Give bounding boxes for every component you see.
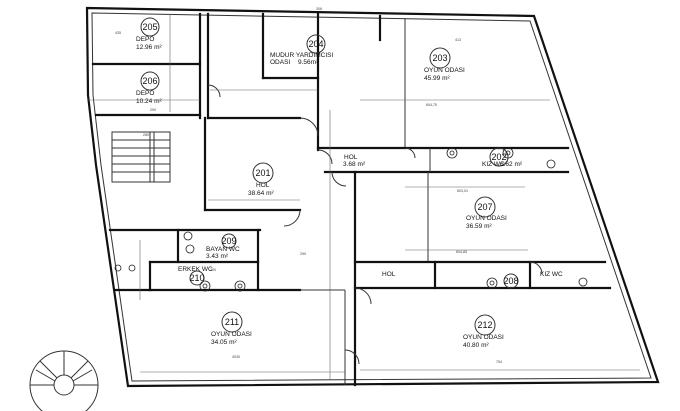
room-area: 45.99 m² [424,75,450,82]
room-209: 209 BAYAN WC 3.43 m² [206,233,240,260]
interior-stairs [111,131,171,183]
room-name: MUDUR YARDIMCISI [270,52,334,59]
room-name: OYUN ODASI [211,331,252,338]
room-name: DEPO [136,36,154,43]
room-208: 208 KIZ WC [503,271,563,289]
room-area: 3.43 m² [206,253,229,260]
room-name: HOL [256,182,270,189]
room-207: 207 OYUN ODASI 36.59 m² [466,196,507,230]
dim-label: 603,01 [457,189,468,193]
room-number: 210 [189,273,204,283]
dimension-lines [88,14,640,380]
outer-walls [85,6,660,388]
room-number: 208 [503,276,518,286]
room-area: 38.64 m² [248,190,274,197]
room-number: 201 [255,168,270,178]
room-area: 12.96 m² [136,44,162,51]
dim-label: 413 [455,38,461,42]
room-number: 205 [142,22,157,32]
room-name: ERKEK WC [178,266,213,273]
room-name: HOL [344,154,358,161]
room-number: 211 [225,317,239,327]
room-area: 6.62 m² [500,161,523,168]
room-name: KIZ WC [540,271,563,278]
room-206: 206 DEPO 10.24 m² [136,71,162,105]
dim-label: 754 [496,360,502,364]
dim-label: 435 [115,31,121,35]
room-name: KIZ WC [482,161,505,168]
room-labels: 205 DEPO 12.96 m² 206 DEPO 10.24 m² 204 … [136,17,563,349]
dim-label: 306 [316,7,322,11]
dimension-labels: 435 306 413 290 289 604,75 603,01 200 60… [115,7,502,364]
room-203: 203 OYUN ODASI 45.99 m² [424,47,465,82]
room-name: HOL [382,271,396,278]
room-201: 201 HOL 38.64 m² [248,162,274,197]
room-area: 3.68 m² [343,161,366,168]
door-swings [207,84,543,365]
room-area: 40.80 m² [463,342,489,349]
room-204: 204 MUDUR YARDIMCISI ODASI 9.56m² [270,34,334,66]
room-212: 212 OYUN ODASI 40.80 m² [463,314,504,349]
dim-label: 289 [143,133,149,137]
room-number: 202 [491,152,506,162]
dim-label: 200 [210,268,216,272]
room-area: 36.59 m² [466,223,492,230]
dim-label: 4030 [232,355,240,359]
room-number: 212 [477,320,492,330]
room-205: 205 DEPO 12.96 m² [136,17,162,51]
room-area: 10.24 m² [136,98,162,105]
room-hol-a: HOL 3.68 m² [343,154,366,168]
room-number: 203 [432,53,447,63]
dim-label: 290 [300,252,306,256]
fixtures [114,147,588,292]
room-name: BAYAN WC [206,246,240,253]
room-name: OYUN ODASI [424,67,465,74]
room-area: 9.56m² [298,59,319,66]
spiral-stair [29,350,99,411]
room-name: OYUN ODASI [466,215,507,222]
room-name: DEPO [136,90,154,97]
room-hol-b: HOL [382,271,396,278]
room-210: ERKEK WC 210 [178,266,213,286]
room-211: 211 OYUN ODASI 34.05 m² [211,311,252,346]
room-name: OYUN ODASI [463,334,504,341]
dim-label: 604,75 [426,103,437,107]
room-number: 206 [142,76,157,86]
room-202: 202 KIZ WC 6.62 m² [482,147,523,168]
room-name-line2: ODASI [270,59,290,66]
room-number: 207 [477,202,492,212]
room-number: 209 [221,236,236,246]
dim-label: 604,85 [456,250,467,254]
room-number: 204 [308,39,323,49]
room-area: 34.05 m² [211,339,237,346]
interior-walls [91,12,612,387]
dim-label: 290 [150,108,156,112]
